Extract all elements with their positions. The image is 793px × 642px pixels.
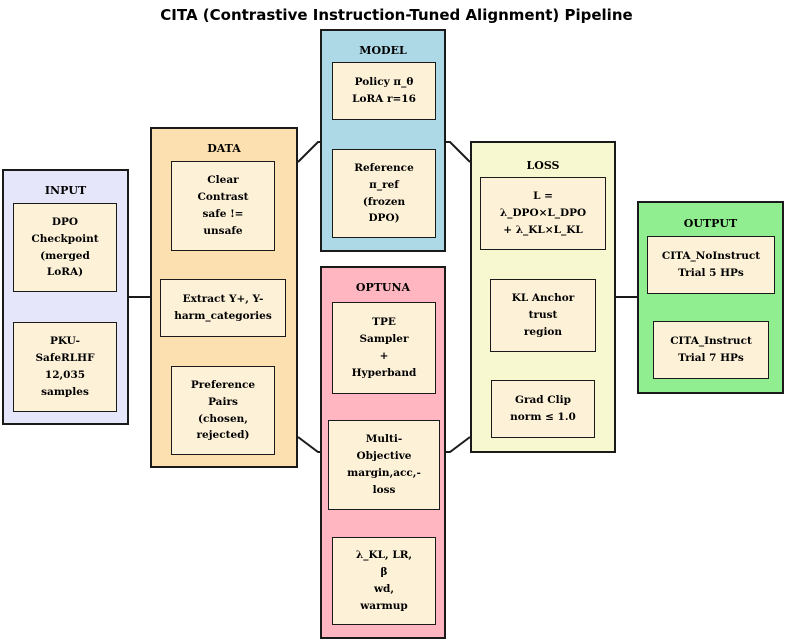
dpo-checkpoint-node: DPO Checkpoint (merged LoRA) — [13, 203, 117, 292]
model-group-label: MODEL — [359, 44, 407, 57]
multi-objective-node: Multi- Objective margin,acc,- loss — [328, 420, 440, 510]
cita-instruct-node: CITA_Instruct Trial 7 HPs — [653, 321, 769, 379]
hyperparams-node: λ_KL, LR, β wd, warmup — [332, 537, 436, 625]
output-group-label: OUTPUT — [683, 217, 738, 230]
kl-anchor-node: KL Anchor trust region — [490, 279, 596, 352]
input-group-label: INPUT — [44, 184, 87, 197]
optuna-to-loss-link — [446, 436, 471, 453]
policy-node: Policy π_θ LoRA r=16 — [332, 62, 436, 120]
grad-clip-node: Grad Clip norm ≤ 1.0 — [491, 380, 595, 438]
data-to-optuna-link — [297, 436, 320, 453]
cita-noinstruct-node: CITA_NoInstruct Trial 5 HPs — [647, 236, 775, 294]
reference-node: Reference π_ref (frozen DPO) — [332, 149, 436, 238]
pku-saferlhf-node: PKU- SafeRLHF 12,035 samples — [13, 322, 117, 412]
data-group-label: DATA — [207, 142, 241, 155]
extract-pairs-node: Extract Y+, Y- harm_categories — [160, 279, 286, 337]
model-to-loss-link — [446, 141, 471, 163]
diagram-title: CITA (Contrastive Instruction-Tuned Alig… — [160, 6, 633, 24]
tpe-sampler-node: TPE Sampler + Hyperband — [332, 302, 436, 394]
optuna-group-label: OPTUNA — [355, 281, 411, 294]
data-to-model-link — [297, 141, 320, 163]
preference-pairs-node: Preference Pairs (chosen, rejected) — [171, 366, 275, 455]
loss-formula-node: L = λ_DPO×L_DPO + λ_KL×L_KL — [480, 177, 606, 250]
loss-group-label: LOSS — [526, 159, 560, 172]
clear-contrast-node: Clear Contrast safe != unsafe — [171, 161, 275, 251]
